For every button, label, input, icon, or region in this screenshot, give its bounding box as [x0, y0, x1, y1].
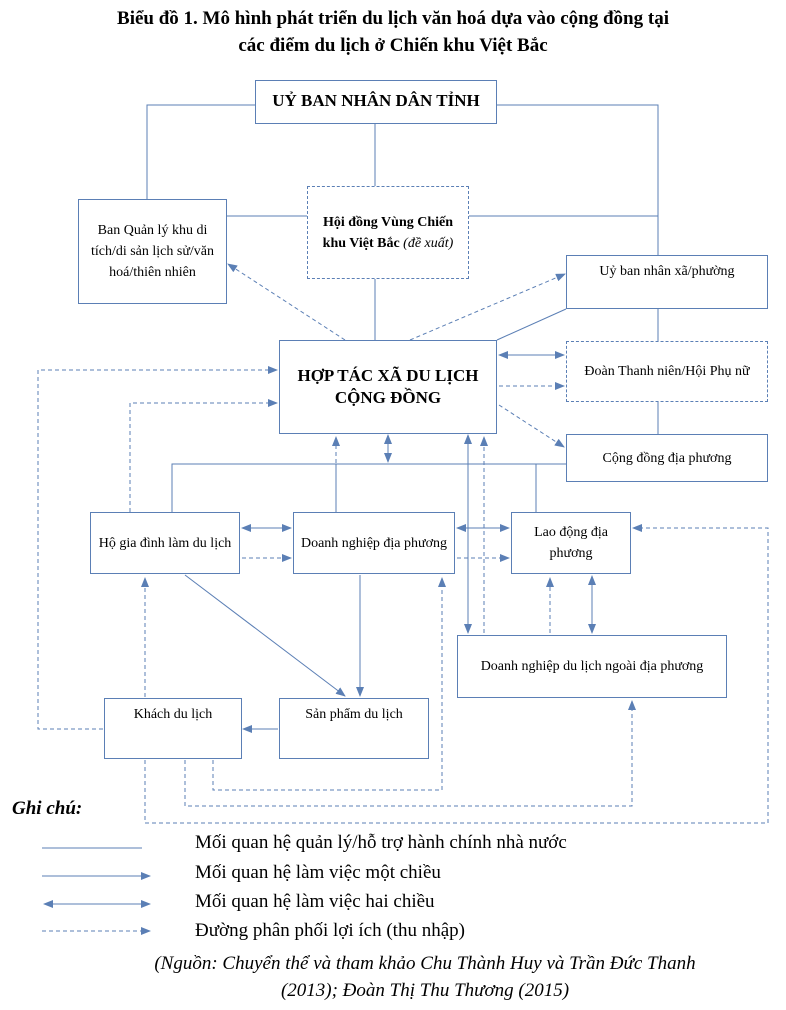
node-san-pham-label: Sản phẩm du lịch [305, 707, 403, 722]
node-hop-tac-xa-label: HỢP TÁC XÃ DU LỊCH CỘNG ĐỒNG [297, 366, 479, 407]
legend-item-benefit: Đường phân phối lợi ích (thu nhập) [195, 920, 465, 941]
node-ban-quan-ly-label: Ban Quản lý khu di tích/di sản lịch sử/v… [90, 223, 215, 280]
node-ub-xa: Uỷ ban nhân xã/phường [566, 255, 768, 309]
node-dn-dia-phuong: Doanh nghiệp địa phương [293, 512, 455, 574]
node-lao-dong: Lao động địa phương [511, 512, 631, 574]
node-lao-dong-label: Lao động địa phương [534, 525, 608, 561]
one-way-arrows [184, 574, 364, 733]
node-hop-tac-xa: HỢP TÁC XÃ DU LỊCH CỘNG ĐỒNG [279, 340, 497, 434]
node-ubnd-tinh: UỶ BAN NHÂN DÂN TỈNH [255, 80, 497, 124]
node-dn-dia-phuong-label: Doanh nghiệp địa phương [300, 535, 448, 551]
node-cong-dong-label: Cộng đồng địa phương [602, 450, 732, 466]
node-ban-quan-ly: Ban Quản lý khu di tích/di sản lịch sử/v… [78, 199, 227, 304]
node-doan-thanh-nien-label: Đoàn Thanh niên/Hội Phụ nữ [584, 364, 750, 379]
legend-samples [42, 847, 151, 935]
two-way-arrows [241, 351, 596, 634]
benefit-arrows [37, 263, 769, 824]
node-doan-thanh-nien: Đoàn Thanh niên/Hội Phụ nữ [566, 341, 768, 402]
legend-item-admin: Mối quan hệ quản lý/hỗ trợ hành chính nh… [195, 832, 567, 853]
node-ub-xa-label: Uỷ ban nhân xã/phường [599, 264, 735, 279]
node-ho-gia-dinh: Hộ gia đình làm du lịch [90, 512, 240, 574]
node-hoi-dong-label: Hội đồng Vùng Chiến khu Việt Bắc [322, 214, 454, 251]
node-cong-dong: Cộng đồng địa phương [566, 434, 768, 482]
node-dn-ngoai: Doanh nghiệp du lịch ngoài địa phương [457, 635, 727, 698]
node-hoi-dong-note: (đề xuất) [403, 235, 454, 251]
legend-item-two-way: Mối quan hệ làm việc hai chiều [195, 891, 435, 912]
legend-item-one-way: Mối quan hệ làm việc một chiều [195, 862, 441, 883]
node-khach-du-lich: Khách du lịch [104, 698, 242, 759]
node-dn-ngoai-label: Doanh nghiệp du lịch ngoài địa phương [480, 659, 704, 674]
node-ubnd-tinh-label: UỶ BAN NHÂN DÂN TỈNH [272, 91, 480, 110]
diagram-title-line2: các điểm du lịch ở Chiến khu Việt Bắc [238, 35, 548, 56]
diagram-title-line1: Biểu đồ 1. Mô hình phát triển du lịch vă… [117, 8, 669, 29]
source-line2: (2013); Đoàn Thị Thu Thương (2015) [280, 980, 570, 1001]
source-line1: (Nguồn: Chuyển thể và tham khảo Chu Thàn… [154, 953, 696, 974]
node-hoi-dong-vung: Hội đồng Vùng Chiến khu Việt Bắc (đề xuấ… [307, 186, 469, 279]
legend-heading: Ghi chú: [12, 798, 83, 819]
node-san-pham: Sản phẩm du lịch [279, 698, 429, 759]
node-khach-label: Khách du lịch [133, 707, 213, 722]
node-ho-gia-dinh-label: Hộ gia đình làm du lịch [98, 535, 232, 551]
